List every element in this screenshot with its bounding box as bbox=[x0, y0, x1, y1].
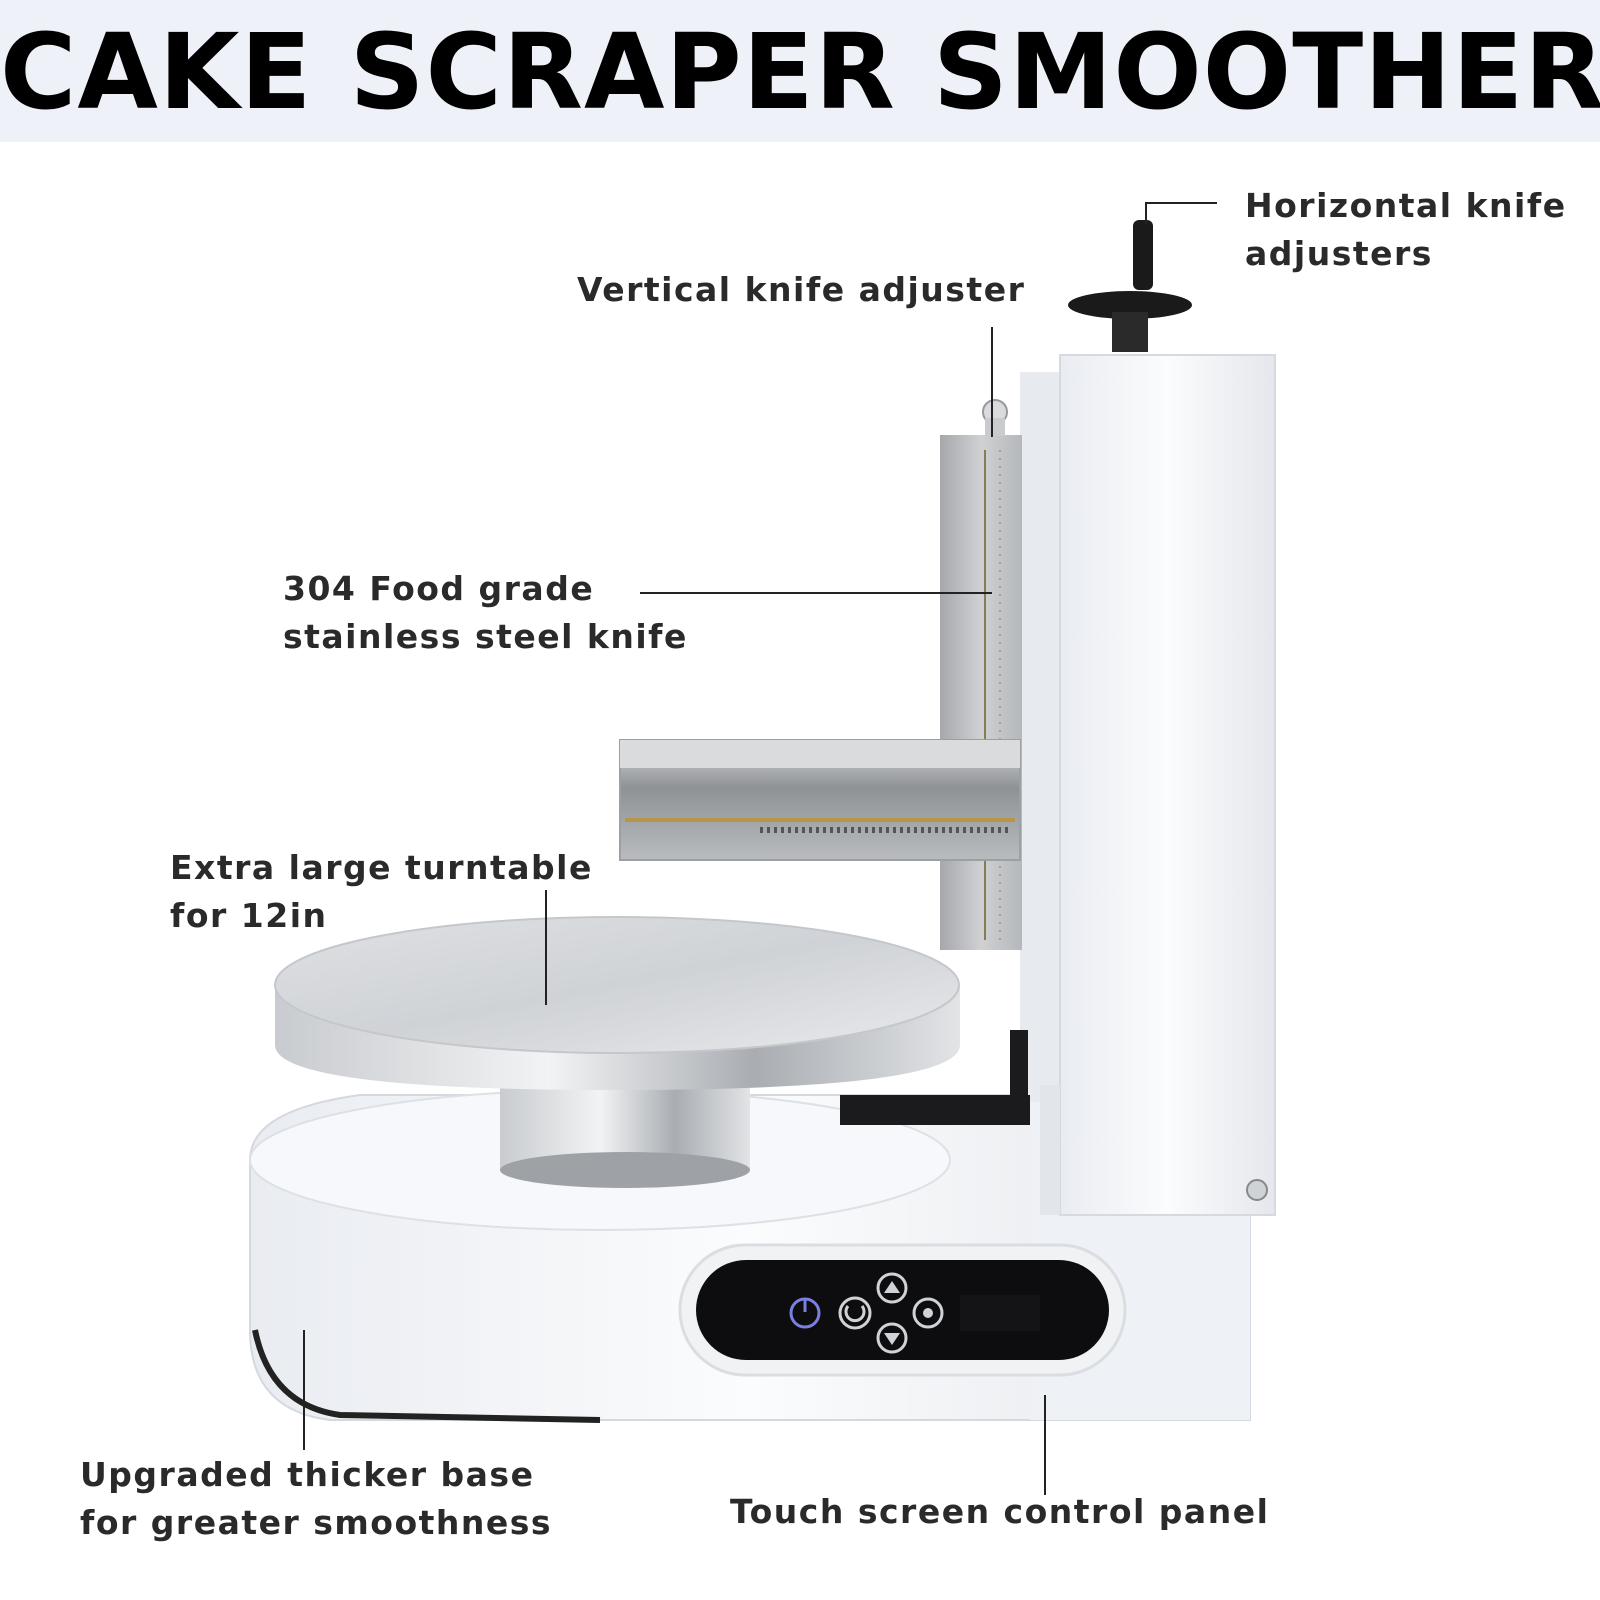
settings-icon bbox=[912, 1297, 944, 1329]
side-screw bbox=[1246, 1179, 1268, 1201]
rotate-icon bbox=[838, 1296, 872, 1330]
callout-line-horizontal-knife bbox=[1145, 202, 1217, 204]
down-arrow-icon bbox=[876, 1322, 908, 1354]
label-vertical-knife-adjuster: Vertical knife adjuster bbox=[577, 270, 1026, 309]
label-horizontal-knife-adjusters: Horizontal knife adjusters bbox=[1245, 186, 1567, 273]
label-turntable: Extra large turntable for 12in bbox=[170, 848, 593, 935]
page-title: CAKE SCRAPER SMOOTHER bbox=[0, 11, 1600, 133]
vertical-column bbox=[1020, 354, 1276, 1216]
callout-line-base bbox=[303, 1330, 305, 1450]
turntable-plate bbox=[274, 916, 960, 1090]
callout-line-horizontal-knife-drop bbox=[1145, 202, 1147, 224]
callout-line-vertical-knife bbox=[991, 327, 993, 437]
vertical-knife-ruler bbox=[940, 399, 1022, 950]
label-steel-knife: 304 Food grade stainless steel knife bbox=[283, 569, 688, 656]
callout-line-steel-knife bbox=[640, 592, 992, 594]
turntable-spindle bbox=[500, 1075, 750, 1188]
up-arrow-icon bbox=[876, 1272, 908, 1304]
horizontal-knife bbox=[619, 739, 1021, 861]
title-banner bbox=[0, 0, 1600, 142]
horizontal-knife-knob bbox=[1068, 220, 1192, 352]
knife-drive-arm bbox=[840, 1030, 1030, 1125]
label-base: Upgraded thicker base for greater smooth… bbox=[80, 1455, 553, 1542]
digital-display bbox=[960, 1295, 1040, 1331]
power-icon bbox=[789, 1297, 821, 1329]
callout-line-turntable bbox=[545, 890, 547, 1005]
label-control-panel: Touch screen control panel bbox=[730, 1492, 1270, 1531]
control-panel bbox=[678, 1243, 1127, 1377]
callout-line-control-panel bbox=[1044, 1395, 1046, 1495]
